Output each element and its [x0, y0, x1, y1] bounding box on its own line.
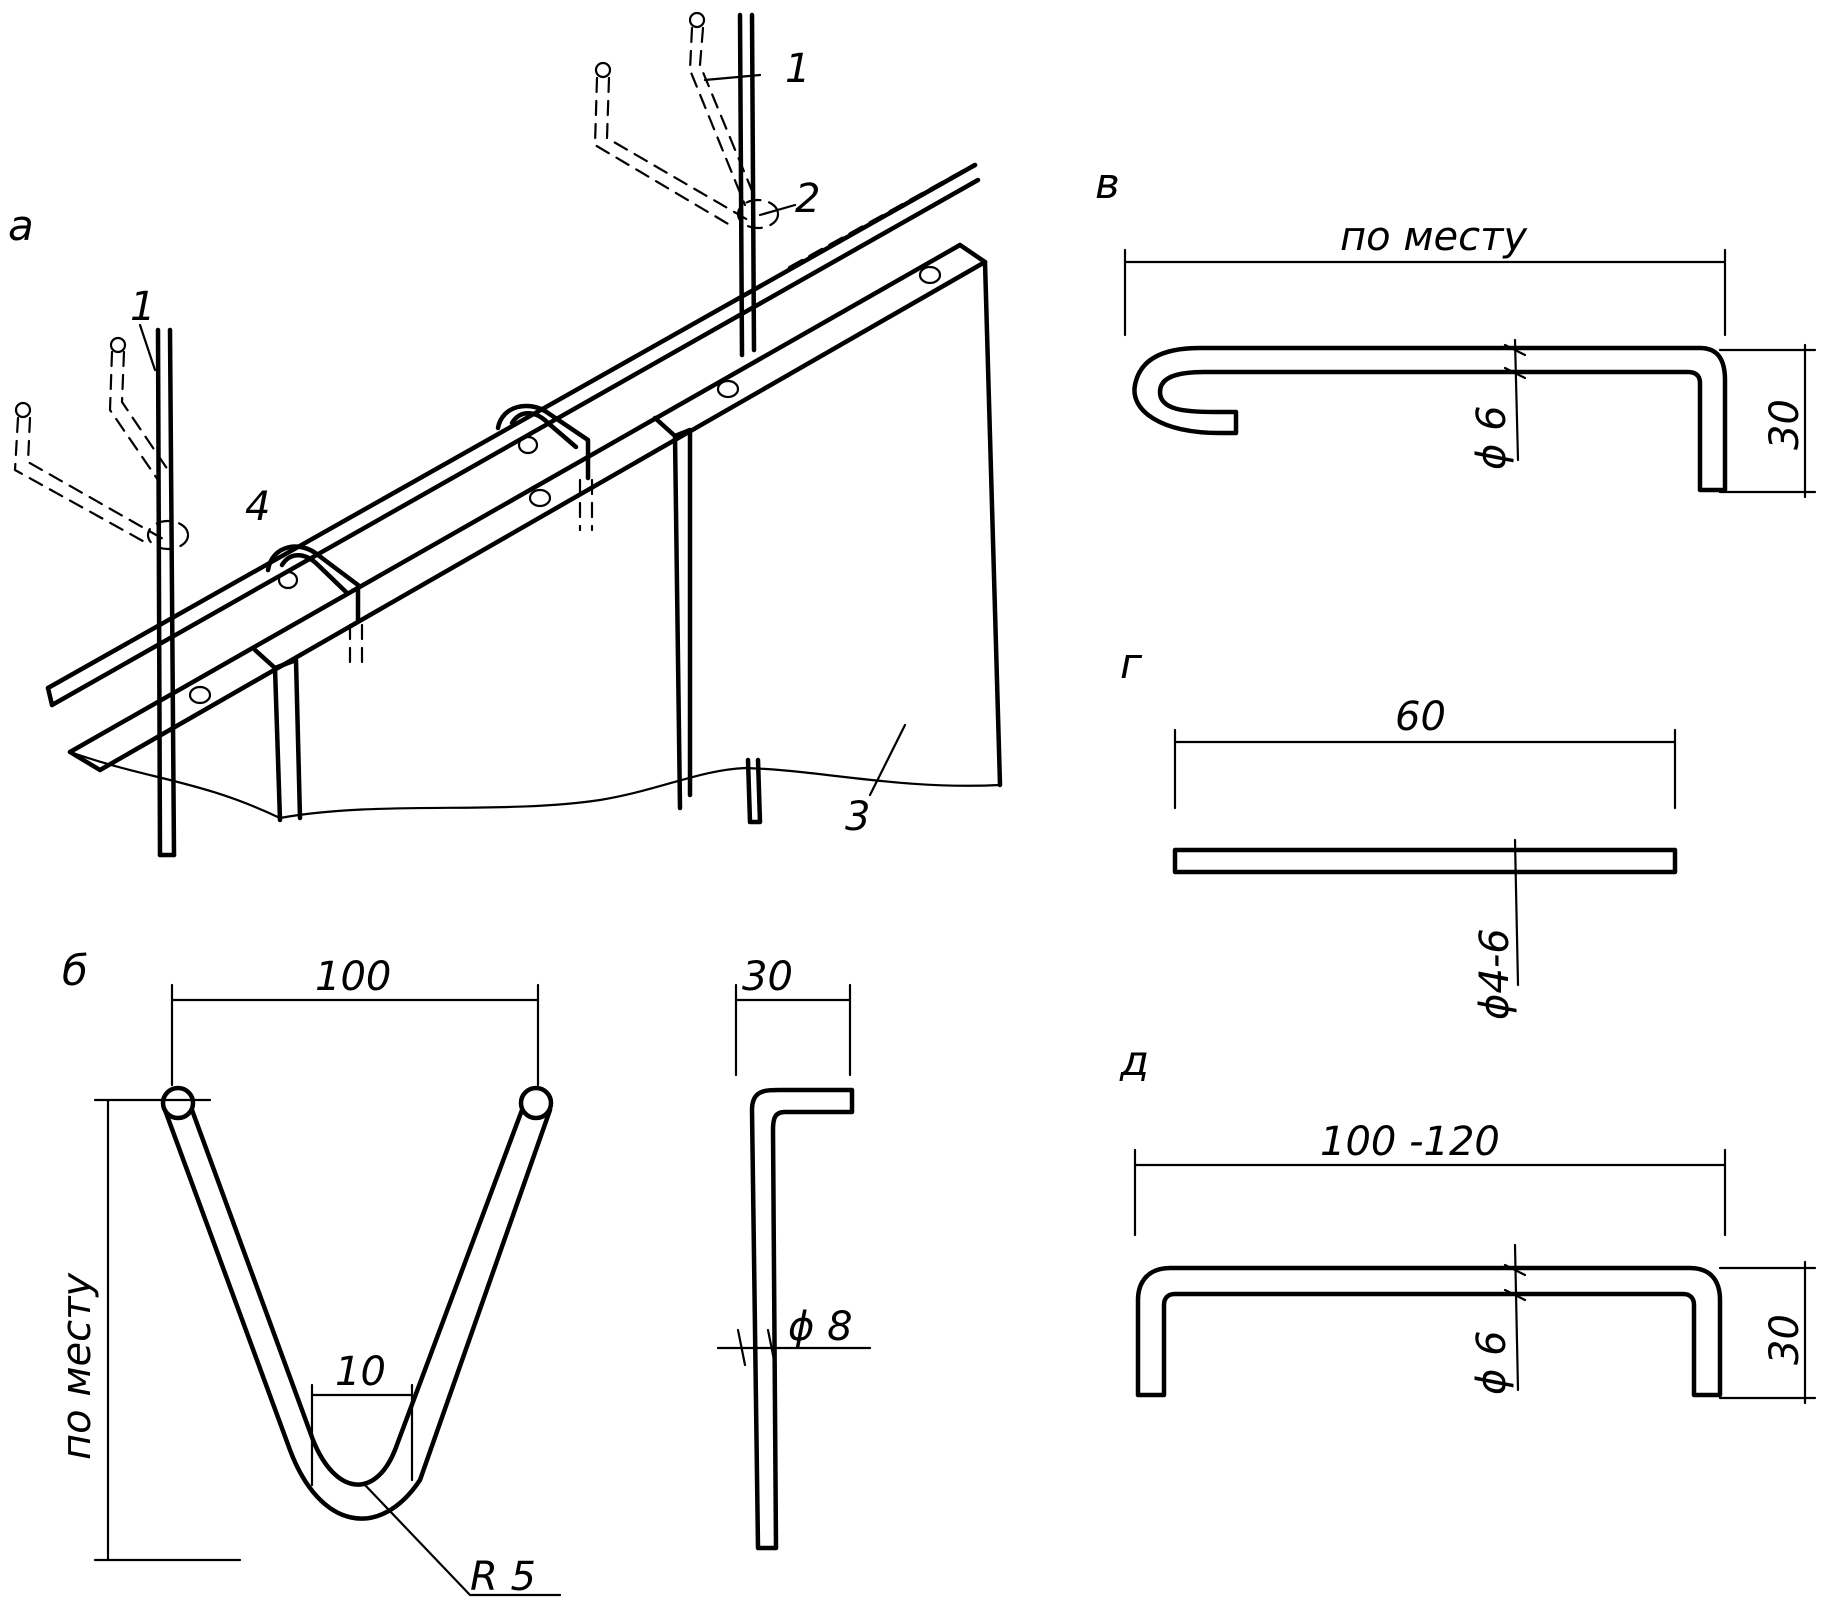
dim-b-length: по месту — [54, 1272, 100, 1460]
longitudinal-rod — [45, 162, 981, 708]
dim-v-length: по месту — [1340, 214, 1528, 260]
leader-2 — [758, 203, 797, 217]
hanger-rod-right — [737, 12, 757, 358]
j-hook-rod — [1132, 345, 1728, 493]
dim-b2-hook: 30 — [742, 954, 793, 1000]
rod-end-left — [160, 1085, 196, 1121]
detail-b-v-hook: б 100 10 R 5 по месту — [54, 946, 562, 1600]
leader-1-left — [138, 323, 157, 372]
hanger-rod-left — [155, 327, 177, 858]
dim-line-d-length — [1133, 1148, 1727, 1237]
dim-g-diam: ϕ4-6 — [1472, 928, 1518, 1020]
dim-b-inner: 10 — [335, 1349, 386, 1395]
dim-line-g-length — [1173, 728, 1677, 810]
sheet-panel — [68, 259, 1003, 825]
callout-1-right: 1 — [785, 46, 810, 92]
dashed-hooks-left — [13, 336, 190, 551]
angle-bar — [67, 242, 988, 773]
panel-label-b: б — [62, 946, 88, 995]
panel-label-g: г — [1120, 639, 1143, 688]
dim-d-length: 100 -120 — [1320, 1119, 1500, 1165]
dim-d-diam: ϕ 6 — [1469, 1330, 1515, 1395]
dim-d-height: 30 — [1762, 1314, 1808, 1365]
dim-g-length: 60 — [1395, 694, 1446, 740]
panel-label-v: в — [1095, 159, 1120, 208]
callout-3: 3 — [845, 794, 870, 840]
dashed-hooks-right — [593, 11, 780, 230]
callout-2: 2 — [795, 176, 820, 222]
callout-4: 4 — [245, 484, 270, 530]
dim-b2-diam: ϕ 8 — [788, 1304, 853, 1350]
panel-label-d: д — [1119, 1036, 1149, 1085]
u-staple-rod — [1135, 1265, 1723, 1398]
staple-right — [495, 403, 594, 532]
detail-v-hook: в по месту ϕ 6 30 — [1095, 159, 1817, 499]
dim-line-v-length — [1123, 248, 1727, 337]
dim-line-g-diam — [1513, 838, 1520, 987]
dim-line-d-height — [1718, 1260, 1817, 1405]
dim-line-v-height — [1718, 343, 1817, 499]
rod-end-right — [518, 1085, 554, 1121]
leader-b-radius — [363, 1483, 562, 1597]
detail-d-staple: д 100 -120 ϕ 6 30 — [1119, 1036, 1817, 1405]
dim-b-radius: R 5 — [470, 1554, 536, 1600]
dim-line-b2-hook — [734, 983, 852, 1077]
panel-label-a: a — [8, 201, 34, 250]
detail-b-l-hook: 30 ϕ 8 — [716, 954, 872, 1551]
leader-3 — [868, 723, 907, 797]
detail-g-pin: г 60 ϕ4-6 — [1120, 639, 1678, 1020]
dim-line-v-diam — [1513, 338, 1520, 462]
dim-b-width: 100 — [315, 954, 391, 1000]
callout-1-left: 1 — [130, 284, 155, 330]
v-rod-inner — [189, 1107, 525, 1487]
v-rod-outer — [162, 1107, 553, 1521]
dim-v-height: 30 — [1762, 399, 1808, 450]
dim-v-diam: ϕ 6 — [1469, 405, 1515, 470]
straight-pin-rod — [1172, 847, 1678, 875]
assembly-view-a: a — [8, 11, 1003, 858]
l-hook-rod — [749, 1087, 855, 1551]
staple-left — [265, 544, 364, 667]
leader-1-right — [703, 73, 762, 82]
